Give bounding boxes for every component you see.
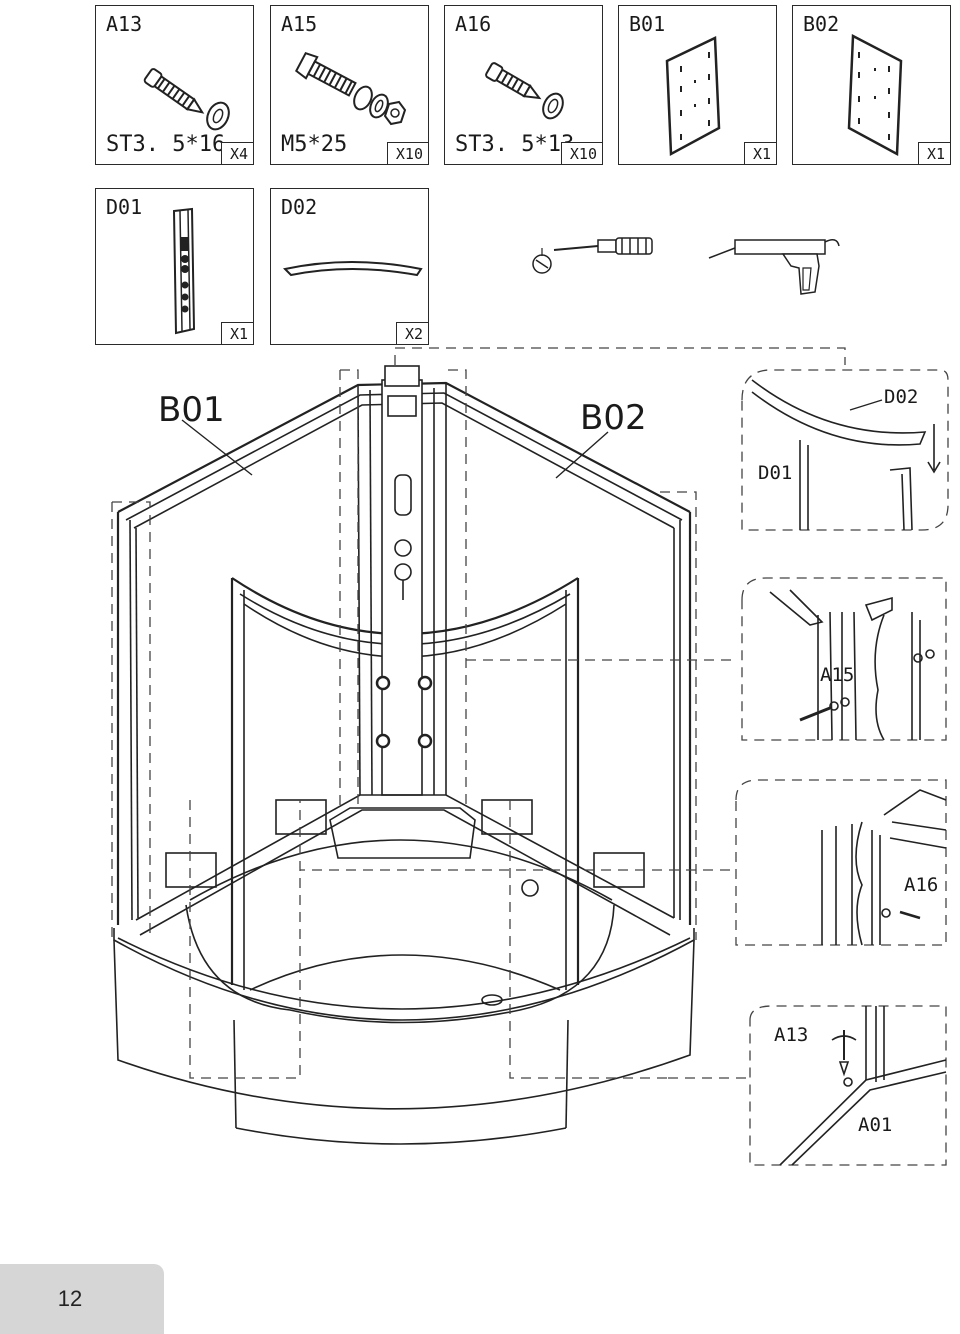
page-number-tab: 12 [0,1264,164,1334]
part-quantity: X2 [395,322,428,344]
shower-cabin-assembly-drawing [111,347,949,1166]
part-code: B02 [803,12,840,36]
screw-icon [143,68,230,131]
callout-detail-a13: A13 [774,1024,809,1046]
part-box-d01: D01 X1 [95,188,254,345]
callout-b02: B02 [580,398,647,438]
callout-b01: B01 [158,390,225,430]
glass-panel-icon [847,33,903,157]
part-code: A13 [106,12,143,36]
roof-strip-icon [282,261,423,277]
page-number: 12 [57,1286,83,1311]
part-quantity: X10 [560,142,602,164]
part-box-a16: A16 ST3. 5*13 X10 [444,5,603,165]
glass-panel-icon [665,36,721,157]
part-quantity: X1 [743,142,776,164]
part-box-a15: A15 M5*25 X10 [270,5,429,165]
part-code: A15 [281,12,318,36]
caulking-gun-icon [708,239,840,295]
shower-column-icon [172,207,196,335]
part-spec: ST3. 5*16 [106,132,226,157]
part-box-b02: B02 X1 [792,5,951,165]
callout-detail-a01: A01 [858,1114,893,1136]
part-quantity: X1 [220,322,253,344]
part-code: A16 [455,12,492,36]
part-spec: M5*25 [281,132,348,157]
part-box-d02: D02 X2 [270,188,429,345]
callout-detail-d02: D02 [884,386,919,408]
part-box-a13: A13 ST3. 5*16 X4 [95,5,254,165]
part-box-b01: B01 X1 [618,5,777,165]
callout-detail-d01: D01 [758,462,793,484]
part-quantity: X10 [386,142,428,164]
part-code: D02 [281,195,318,219]
part-code: B01 [629,12,666,36]
part-quantity: X1 [917,142,950,164]
part-spec: ST3. 5*13 [455,132,575,157]
screwdriver-icon [532,237,653,274]
part-quantity: X4 [220,142,253,164]
callout-detail-a16: A16 [904,874,939,896]
screw-icon [485,62,564,120]
callout-detail-a15: A15 [820,664,855,686]
part-code: D01 [106,195,143,219]
bolt-nut-icon [295,51,407,126]
